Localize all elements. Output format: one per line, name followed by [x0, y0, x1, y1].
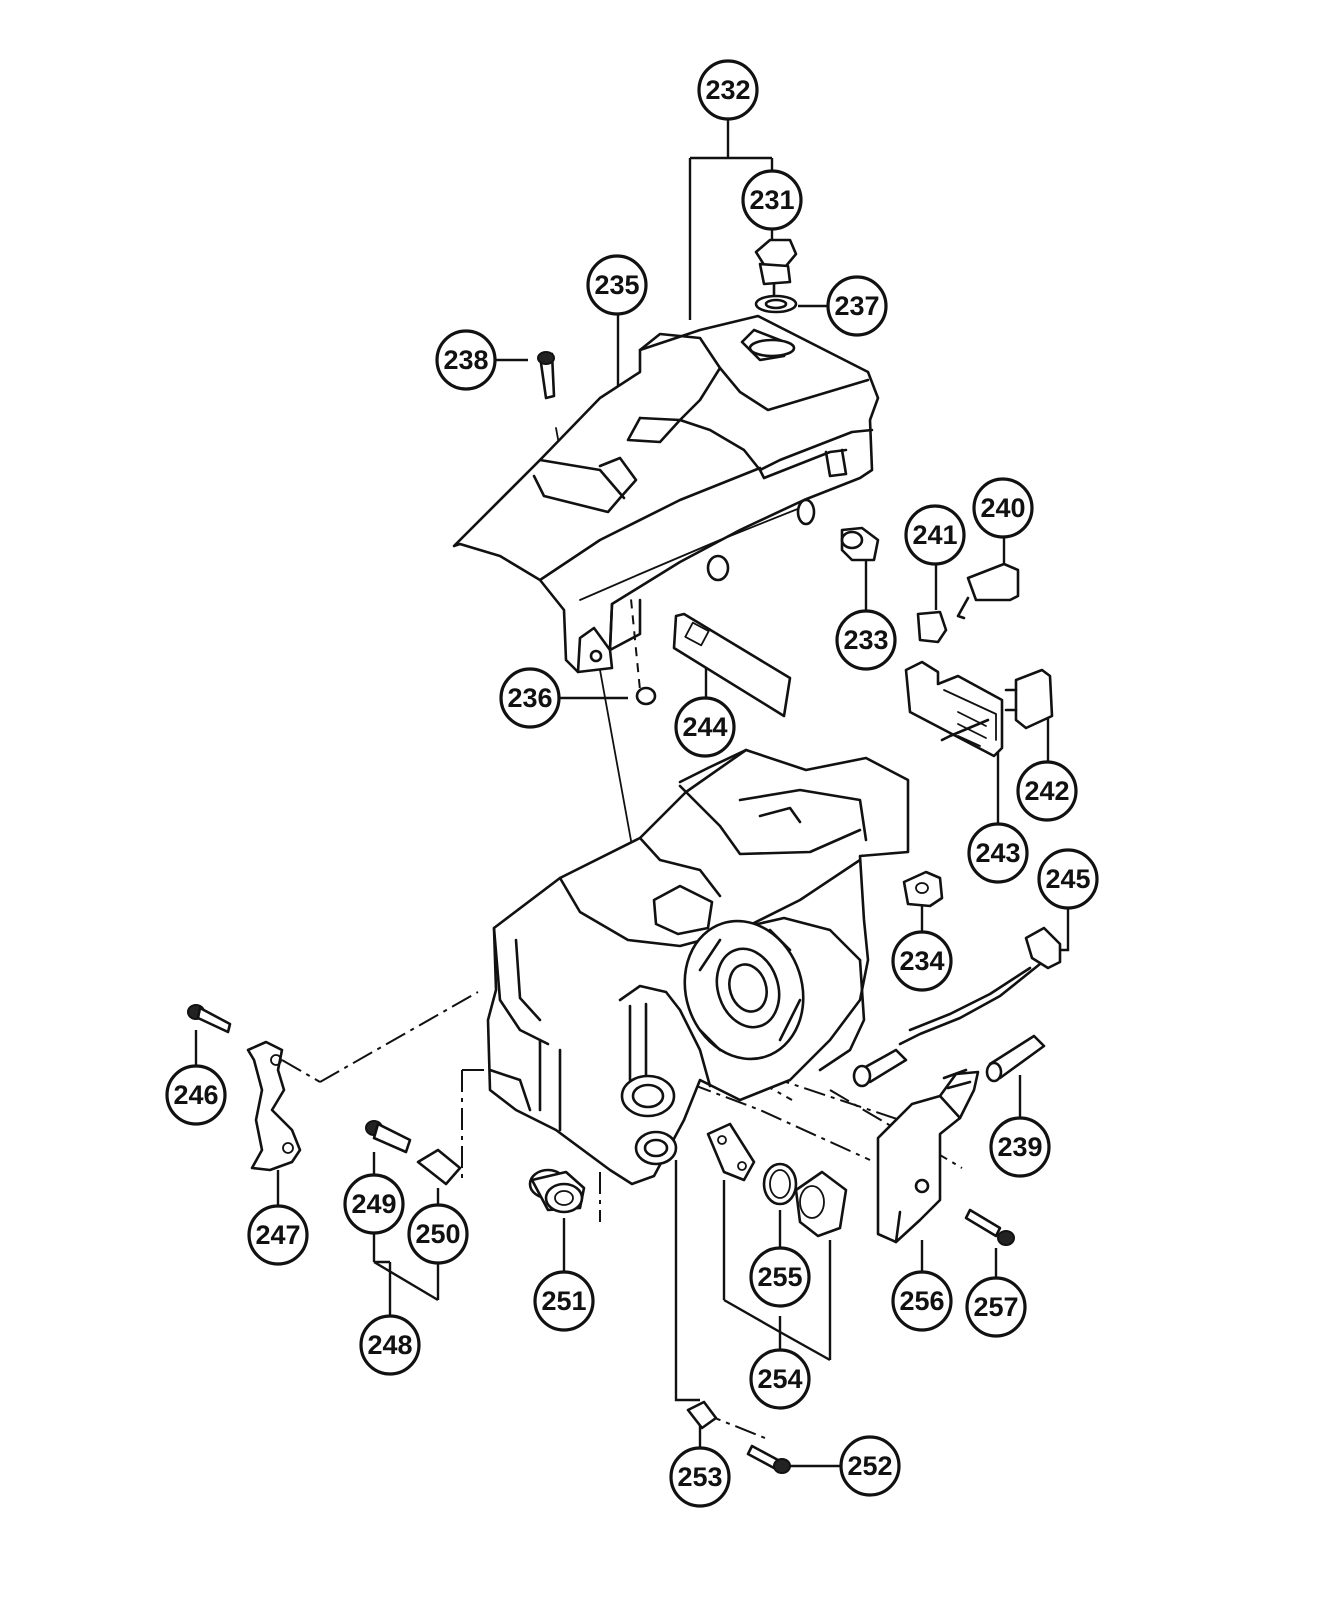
callout-234: 234 — [891, 930, 953, 992]
callout-239-label: 239 — [997, 1132, 1042, 1162]
callout-249-label: 249 — [351, 1189, 396, 1219]
plug-236 — [635, 686, 657, 706]
callout-253: 253 — [669, 1446, 731, 1508]
callout-234-label: 234 — [899, 946, 944, 976]
callout-232-label: 232 — [705, 75, 750, 105]
bolt-249 — [365, 1120, 412, 1154]
callout-245-label: 245 — [1045, 864, 1090, 894]
grommet-233 — [840, 526, 880, 562]
callout-231: 231 — [741, 169, 803, 231]
plate-244 — [672, 612, 792, 718]
callout-248: 248 — [359, 1314, 421, 1376]
callout-243: 243 — [967, 822, 1029, 884]
guard-247 — [246, 1040, 302, 1172]
callout-253-label: 253 — [677, 1462, 722, 1492]
sleeve-250 — [416, 1148, 462, 1186]
callout-240-label: 240 — [980, 493, 1025, 523]
callout-242-label: 242 — [1024, 776, 1069, 806]
callout-246-label: 246 — [173, 1080, 218, 1110]
callout-239: 239 — [989, 1116, 1051, 1178]
callout-247-label: 247 — [255, 1220, 300, 1250]
callout-232: 232 — [697, 59, 759, 121]
callout-249: 249 — [343, 1173, 405, 1235]
switch-group-240-243 — [904, 562, 1054, 758]
callout-240: 240 — [972, 477, 1034, 539]
callout-238-label: 238 — [443, 345, 488, 375]
callout-250-label: 250 — [415, 1219, 460, 1249]
callout-254-label: 254 — [757, 1364, 802, 1394]
cover-256 — [876, 1068, 980, 1244]
callout-233-label: 233 — [843, 625, 888, 655]
callout-251-label: 251 — [541, 1286, 586, 1316]
screw-252 — [746, 1444, 791, 1474]
screw-246 — [187, 1004, 232, 1034]
callout-237: 237 — [826, 275, 888, 337]
callout-257: 257 — [965, 1276, 1027, 1338]
callout-252-label: 252 — [847, 1451, 892, 1481]
damper-234 — [902, 870, 944, 908]
callout-247: 247 — [247, 1204, 309, 1266]
callout-245: 245 — [1037, 848, 1099, 910]
callout-252: 252 — [839, 1435, 901, 1497]
callout-235: 235 — [586, 254, 648, 316]
callout-244-label: 244 — [682, 712, 727, 742]
leader-lines — [194, 118, 1070, 1468]
callout-241-label: 241 — [912, 520, 957, 550]
screw-257 — [964, 1208, 1015, 1246]
callout-246: 246 — [165, 1064, 227, 1126]
o-ring-255 — [762, 1162, 798, 1206]
callout-241: 241 — [904, 504, 966, 566]
callout-243-label: 243 — [975, 838, 1020, 868]
callout-255-label: 255 — [757, 1262, 802, 1292]
callout-242: 242 — [1016, 760, 1078, 822]
callout-244: 244 — [674, 696, 736, 758]
pin-253 — [686, 1400, 718, 1430]
sleeve-239 — [985, 1034, 1046, 1083]
callout-254: 254 — [749, 1348, 811, 1410]
callout-235-label: 235 — [594, 270, 639, 300]
cable-245 — [852, 926, 1062, 1088]
gasket-254 — [706, 1122, 756, 1182]
plug-254 — [794, 1170, 848, 1238]
handle-housing-235 — [452, 314, 880, 674]
callout-236-label: 236 — [507, 683, 552, 713]
crankcase — [486, 748, 910, 1186]
fuel-cap-231 — [748, 238, 798, 358]
callout-236: 236 — [499, 667, 561, 729]
callout-257-label: 257 — [973, 1292, 1018, 1322]
callout-256: 256 — [891, 1270, 953, 1332]
callout-251: 251 — [533, 1270, 595, 1332]
callout-237-label: 237 — [834, 291, 879, 321]
callout-231-label: 231 — [749, 185, 794, 215]
callout-233: 233 — [835, 609, 897, 671]
callout-250: 250 — [407, 1203, 469, 1265]
callout-238: 238 — [435, 329, 497, 391]
callout-255: 255 — [749, 1246, 811, 1308]
callout-256-label: 256 — [899, 1286, 944, 1316]
callout-248-label: 248 — [367, 1330, 412, 1360]
bushing-251 — [528, 1168, 586, 1214]
screw-238 — [537, 351, 556, 400]
